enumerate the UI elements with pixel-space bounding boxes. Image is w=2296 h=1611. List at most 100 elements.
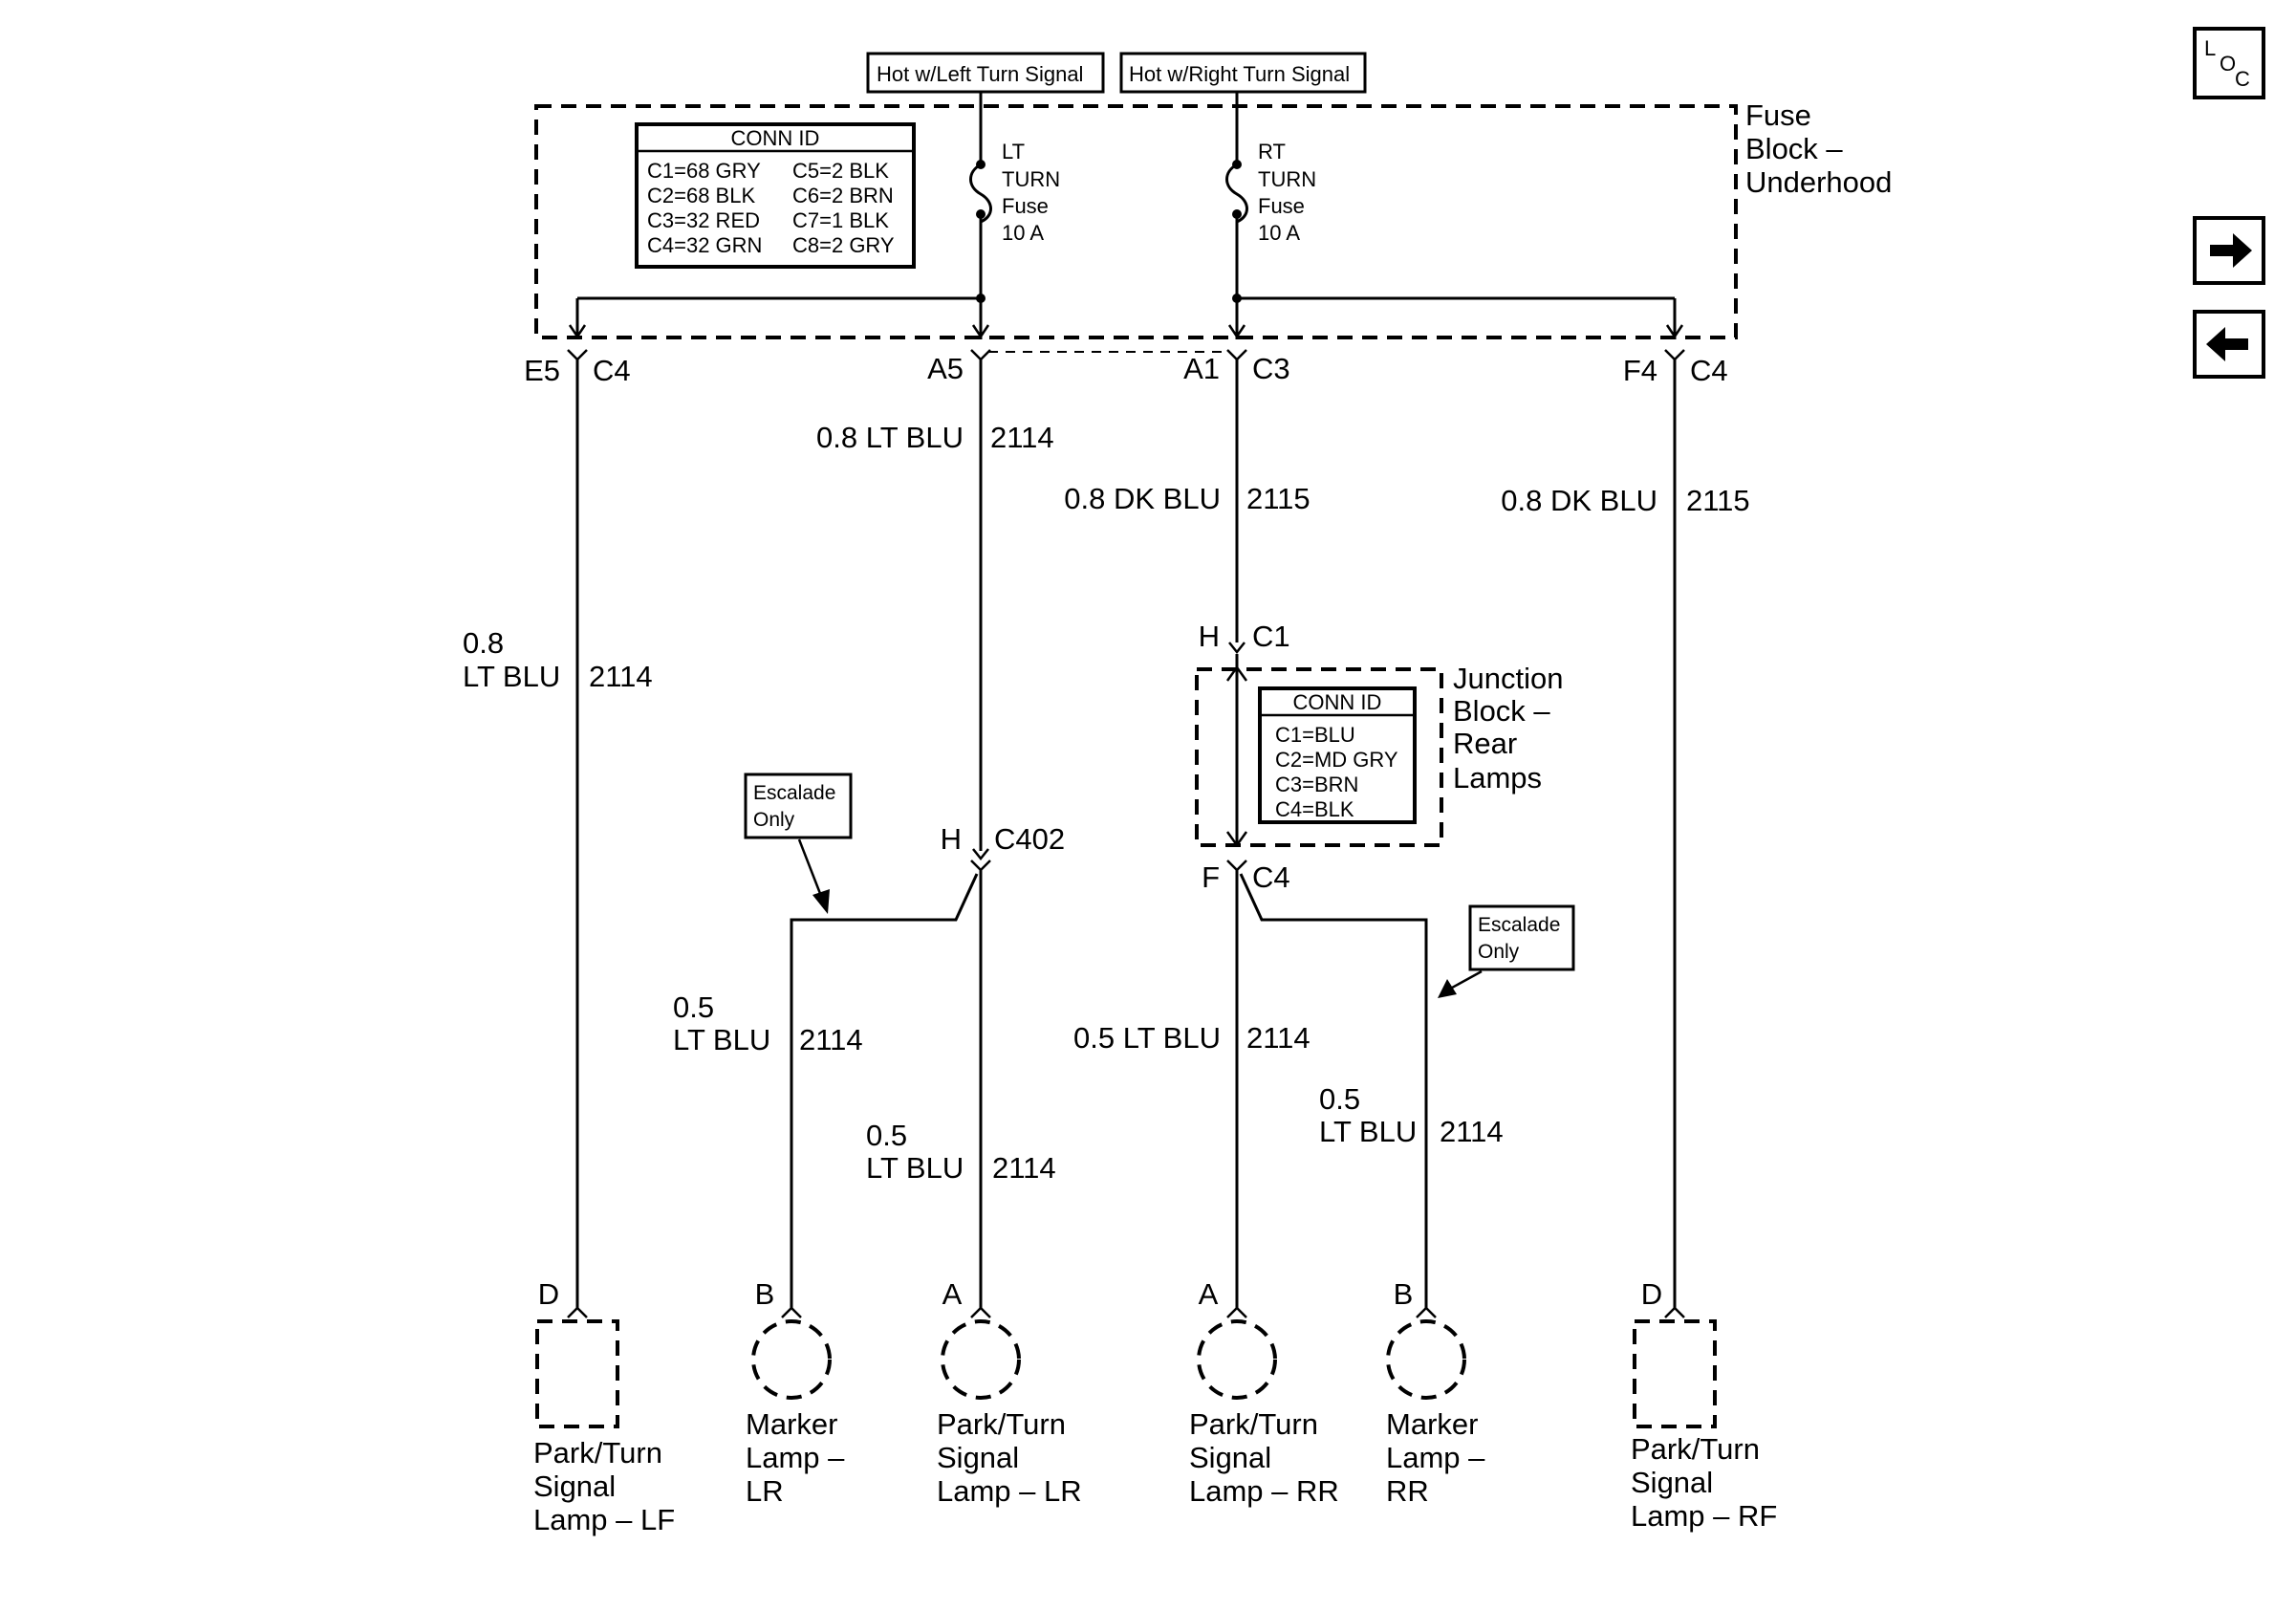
- svg-text:Hot w/Right Turn Signal: Hot w/Right Turn Signal: [1129, 62, 1350, 86]
- svg-text:Block –: Block –: [1453, 694, 1550, 728]
- wire-lf-circuit: 2114: [589, 660, 653, 693]
- wire-lr-marker-size: 0.5: [673, 991, 714, 1024]
- svg-text:Park/Turn: Park/Turn: [533, 1436, 662, 1469]
- svg-text:LT: LT: [1002, 140, 1025, 163]
- lamp-rf-label: Park/Turn Signal Lamp – RF: [1631, 1432, 1777, 1533]
- svg-text:Hot w/Left Turn Signal: Hot w/Left Turn Signal: [877, 62, 1083, 86]
- svg-text:C6=2 BRN: C6=2 BRN: [792, 184, 894, 207]
- svg-text:Signal: Signal: [937, 1441, 1019, 1474]
- connector-f4-conn: C4: [1690, 354, 1728, 387]
- svg-text:Underhood: Underhood: [1745, 165, 1892, 199]
- wire-lr-marker-color: LT BLU: [673, 1023, 770, 1056]
- wire-lf-color: LT BLU: [463, 660, 560, 693]
- wire-left-main-label: 0.8 LT BLU: [816, 421, 964, 454]
- svg-text:Marker: Marker: [746, 1407, 837, 1441]
- svg-text:Lamp – RR: Lamp – RR: [1189, 1474, 1339, 1508]
- lamp-lr-marker: [751, 1319, 832, 1400]
- svg-text:Signal: Signal: [533, 1469, 616, 1503]
- connector-a1-conn: C3: [1252, 352, 1290, 385]
- connector-e5-conn: C4: [593, 354, 631, 387]
- connector-c1-pin: H: [1199, 620, 1220, 653]
- lamp-rr-marker-pin: B: [1394, 1277, 1414, 1311]
- prev-page-button[interactable]: [2193, 310, 2265, 379]
- wire-rr-marker: [1239, 873, 1428, 1308]
- svg-text:Signal: Signal: [1631, 1466, 1713, 1499]
- svg-text:Park/Turn: Park/Turn: [1189, 1407, 1318, 1441]
- svg-text:C: C: [2235, 67, 2250, 91]
- lamp-lr-marker-label: Marker Lamp – LR: [746, 1407, 845, 1508]
- lamp-rr: [1197, 1319, 1277, 1400]
- svg-text:TURN: TURN: [1002, 167, 1060, 191]
- svg-text:Park/Turn: Park/Turn: [1631, 1432, 1760, 1466]
- wire-lr-lamp-size: 0.5: [866, 1119, 907, 1152]
- svg-text:CONN ID: CONN ID: [731, 126, 820, 150]
- lamp-rr-marker-label: Marker Lamp – RR: [1386, 1407, 1485, 1508]
- wire-right-main-label: 0.8 DK BLU: [1064, 482, 1221, 515]
- wire-right-main-circuit: 2115: [1246, 482, 1310, 515]
- connector-a1-pin: A1: [1183, 352, 1220, 385]
- connector-c402-conn: C402: [994, 822, 1065, 856]
- svg-text:RR: RR: [1386, 1474, 1429, 1508]
- lamp-rf: [1633, 1319, 1717, 1428]
- fuse-block-name: Fuse: [1745, 98, 1811, 132]
- svg-text:O: O: [2220, 52, 2236, 76]
- svg-text:Rear: Rear: [1453, 727, 1517, 760]
- svg-text:Only: Only: [753, 809, 795, 831]
- svg-text:LR: LR: [746, 1474, 784, 1508]
- wire-lr-marker: [790, 873, 979, 1308]
- lamp-lf-label: Park/Turn Signal Lamp – LF: [533, 1436, 675, 1536]
- svg-text:Escalade: Escalade: [753, 782, 835, 804]
- lamp-rf-pin: D: [1641, 1277, 1662, 1311]
- wire-lr-marker-circuit: 2114: [799, 1023, 863, 1056]
- svg-text:Signal: Signal: [1189, 1441, 1271, 1474]
- svg-text:RT: RT: [1258, 140, 1286, 163]
- next-page-button[interactable]: [2193, 216, 2265, 285]
- arrow-right-icon: [2210, 233, 2252, 268]
- svg-text:Fuse: Fuse: [1258, 194, 1305, 218]
- connector-f4-pin: F4: [1623, 354, 1657, 387]
- svg-text:CONN ID: CONN ID: [1293, 690, 1382, 714]
- arrow-left-icon: [2206, 327, 2248, 361]
- svg-text:C1=68 GRY: C1=68 GRY: [647, 159, 761, 183]
- lamp-lf: [535, 1319, 619, 1428]
- lamp-lf-pin: D: [538, 1277, 559, 1311]
- wire-rr-marker-circuit: 2114: [1440, 1115, 1504, 1148]
- svg-text:Lamp –: Lamp –: [746, 1441, 845, 1474]
- lamp-lr-pin: A: [942, 1277, 963, 1311]
- connector-e5-pin: E5: [524, 354, 560, 387]
- svg-text:C3=BRN: C3=BRN: [1275, 773, 1358, 796]
- svg-text:TURN: TURN: [1258, 167, 1316, 191]
- lt-turn-fuse: LT TURN Fuse 10 A: [969, 92, 1060, 339]
- loc-button[interactable]: L O C: [2193, 27, 2265, 99]
- svg-text:C3=32 RED: C3=32 RED: [647, 208, 760, 232]
- fuse-block-conn-id-table: CONN ID C1=68 GRY C2=68 BLK C3=32 RED C4…: [635, 122, 916, 269]
- escalade-note-right: Escalade Only: [1438, 904, 1575, 998]
- svg-text:C1=BLU: C1=BLU: [1275, 723, 1355, 747]
- wire-rr-lamp-circuit: 2114: [1246, 1021, 1310, 1055]
- wire-lr-lamp-circuit: 2114: [992, 1151, 1056, 1185]
- wire-rr-marker-color: LT BLU: [1319, 1115, 1417, 1148]
- wire-rf-label: 0.8 DK BLU: [1501, 484, 1657, 517]
- wire-lr-lamp-color: LT BLU: [866, 1151, 964, 1185]
- svg-text:C8=2 GRY: C8=2 GRY: [792, 233, 895, 257]
- loc-icon: L: [2204, 36, 2216, 60]
- wire-rr-lamp-label: 0.5 LT BLU: [1073, 1021, 1221, 1055]
- svg-text:Park/Turn: Park/Turn: [937, 1407, 1066, 1441]
- svg-text:C4=BLK: C4=BLK: [1275, 797, 1354, 821]
- svg-text:C7=1 BLK: C7=1 BLK: [792, 208, 889, 232]
- rt-turn-fuse: RT TURN Fuse 10 A: [1225, 92, 1316, 339]
- svg-text:Fuse: Fuse: [1002, 194, 1049, 218]
- svg-text:Lamps: Lamps: [1453, 761, 1542, 795]
- wire-lf-size: 0.8: [463, 626, 504, 660]
- wire-rf-circuit: 2115: [1686, 484, 1750, 517]
- hot-left-label: Hot w/Left Turn Signal: [866, 52, 1105, 94]
- fuse-block-outline: [534, 104, 1738, 339]
- svg-text:Only: Only: [1478, 941, 1520, 963]
- lamp-lr: [941, 1319, 1021, 1400]
- svg-text:10 A: 10 A: [1258, 221, 1300, 245]
- connector-c1-conn: C1: [1252, 620, 1290, 653]
- svg-text:C4=32 GRN: C4=32 GRN: [647, 233, 762, 257]
- svg-text:Lamp – LF: Lamp – LF: [533, 1503, 675, 1536]
- junction-conn-id-table: CONN ID C1=BLU C2=MD GRY C3=BRN C4=BLK: [1258, 686, 1417, 824]
